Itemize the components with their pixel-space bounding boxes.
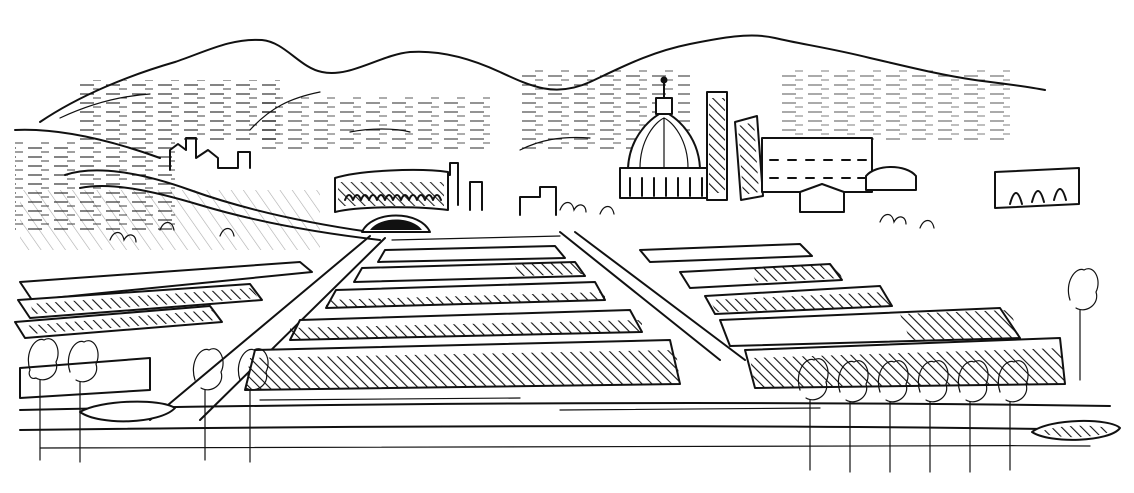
boats [79,400,1121,441]
left-terraces [14,261,313,399]
foreground-water-lines [19,397,1111,449]
domed-cathedral [619,76,709,199]
winding-road [14,128,381,241]
central-tunnel [361,214,431,233]
central-terraces [244,245,681,391]
shrubs [109,201,935,243]
foreground-trees [27,268,1099,473]
hillside-shading [15,70,1010,250]
palace-buildings [761,137,1080,213]
amphitheater-building [334,169,449,213]
right-terraces [639,243,1066,389]
bell-towers [706,91,764,201]
